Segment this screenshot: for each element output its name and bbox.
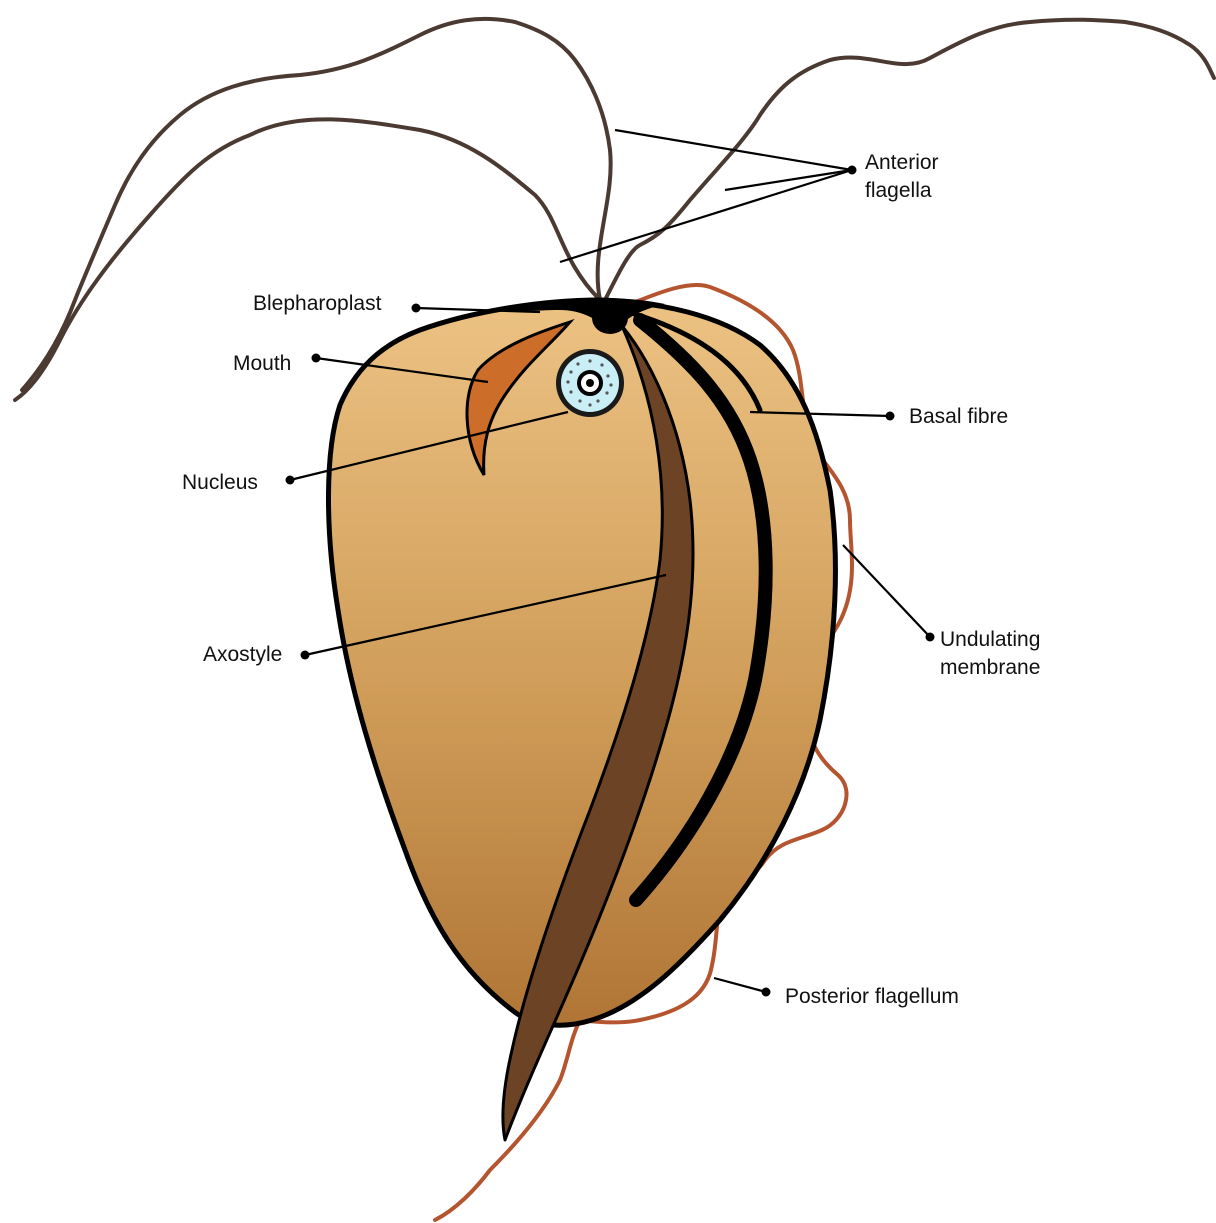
- label-undulating-membrane-line1: Undulating: [940, 628, 1040, 651]
- label-basal-fibre: Basal fibre: [909, 405, 1008, 428]
- label-mouth: Mouth: [233, 352, 291, 375]
- label-blepharoplast: Blepharoplast: [253, 292, 382, 315]
- label-axostyle: Axostyle: [203, 643, 282, 666]
- label-posterior-flagellum: Posterior flagellum: [785, 985, 959, 1008]
- nucleus-organelle: [556, 349, 624, 417]
- label-nucleus: Nucleus: [182, 471, 258, 494]
- label-undulating-membrane-line2: membrane: [940, 656, 1040, 679]
- label-anterior-flagella-line2: flagella: [865, 179, 932, 202]
- label-anterior-flagella-line1: Anterior: [865, 151, 939, 174]
